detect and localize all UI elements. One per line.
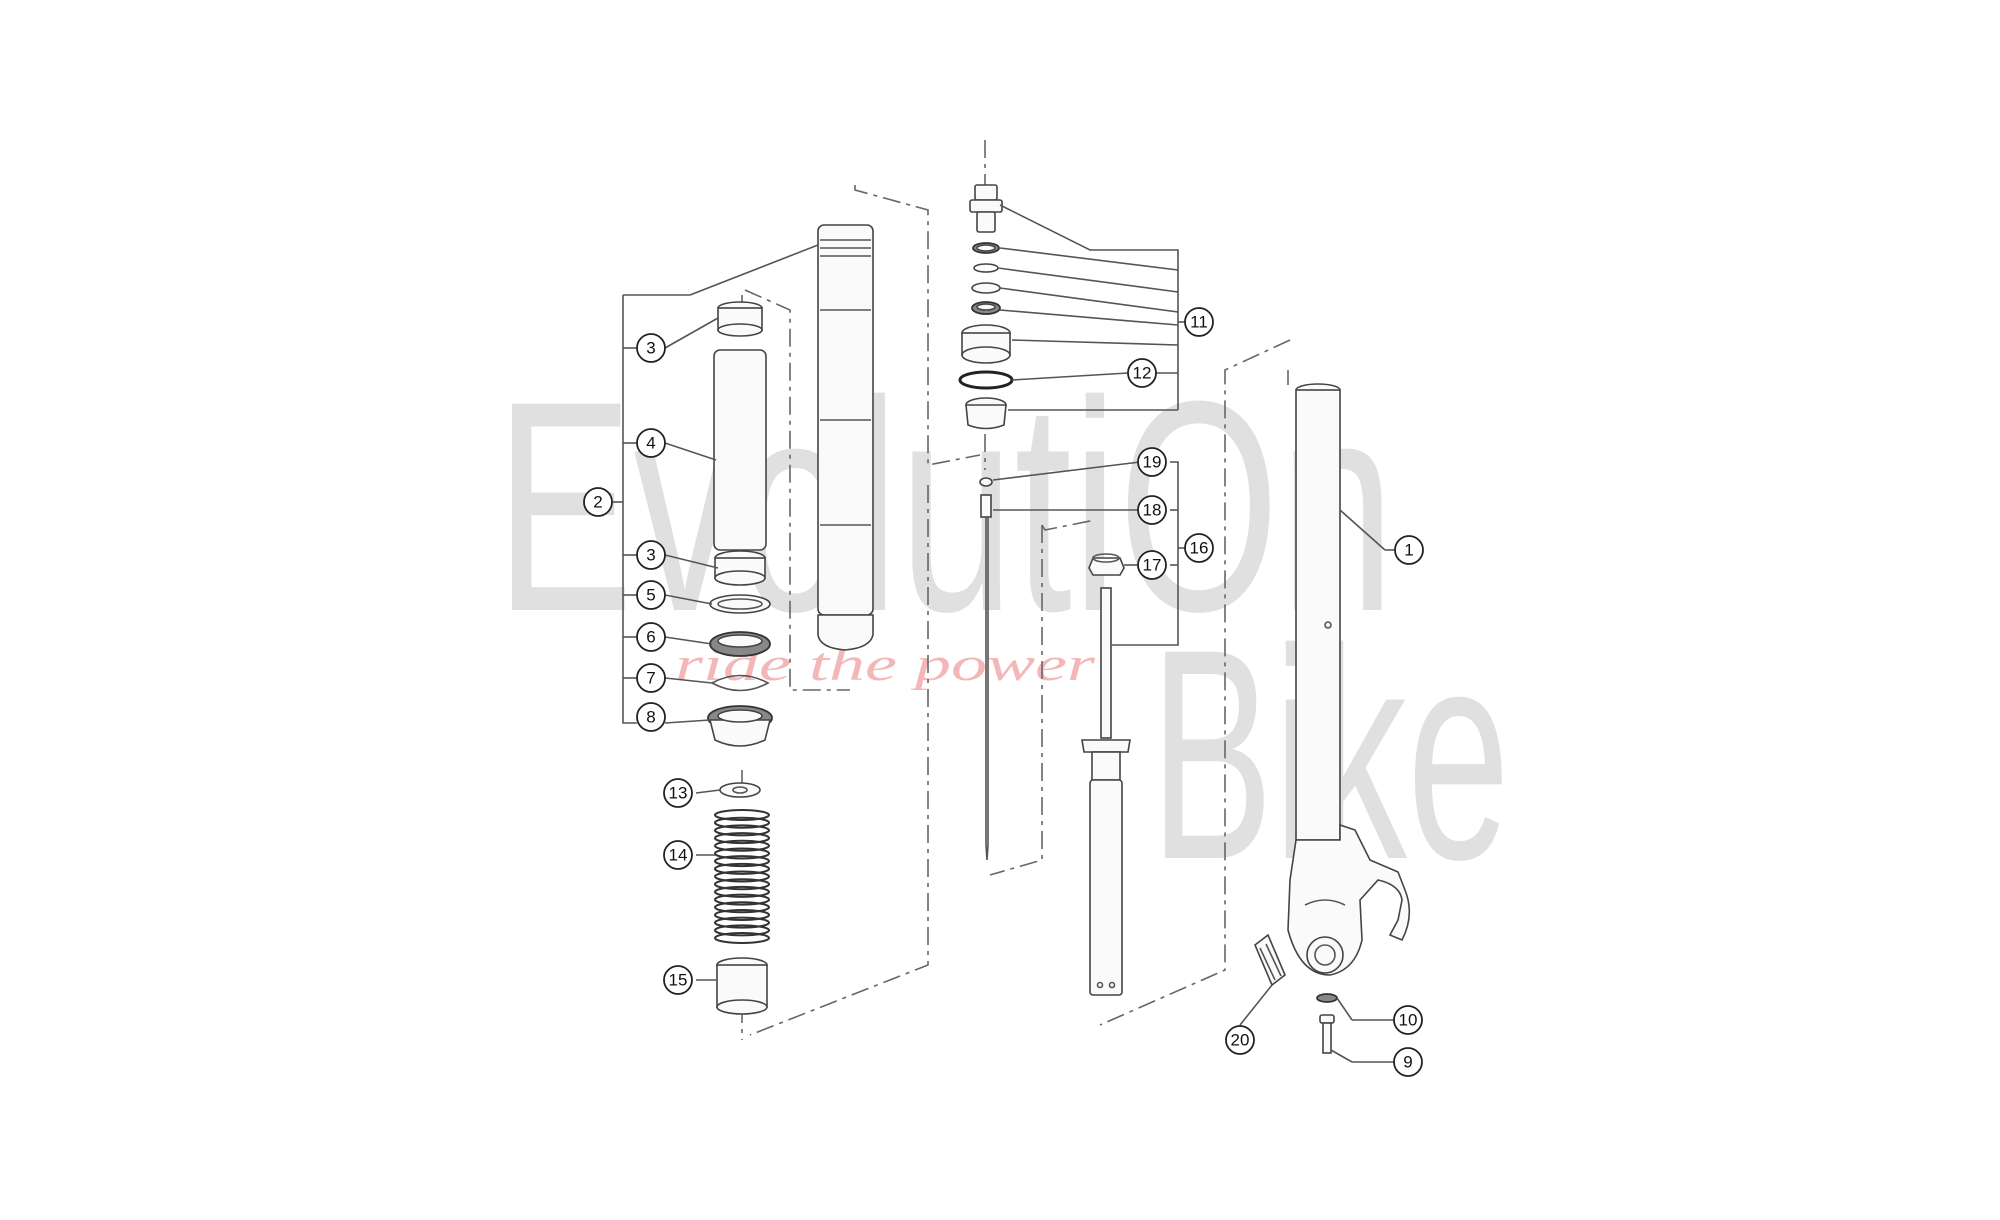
callout-14: 14 [663,840,693,870]
spring-coil [714,878,770,891]
washer-10 [1316,993,1338,1003]
dust-seal-8 [707,705,773,747]
spring-coil [714,824,770,837]
svg-text:13: 13 [669,784,688,803]
spacer-15 [716,957,768,1015]
spring-coil [714,893,770,906]
washer-13 [719,782,761,798]
o-ring-19 [979,477,993,487]
bushing-top [717,301,763,337]
spring-coil [714,809,770,821]
cap-bottom [965,397,1007,430]
svg-text:2: 2 [593,493,602,512]
clip-ring-7 [711,674,770,692]
callout-6: 6 [636,622,666,652]
svg-text:5: 5 [646,586,655,605]
svg-text:19: 19 [1143,453,1162,472]
svg-text:18: 18 [1143,501,1162,520]
callout-3-lower: 3 [636,540,666,570]
oil-seal-6 [709,631,771,657]
spring-coil [714,816,770,829]
spring-coil [714,870,770,883]
o-ring-small [972,242,1000,254]
spring-coil [714,924,770,937]
svg-text:8: 8 [646,708,655,727]
svg-text:10: 10 [1399,1011,1418,1030]
svg-text:6: 6 [646,628,655,647]
callout-17: 17 [1137,550,1167,580]
nut-17 [1088,553,1125,576]
nut-cap [971,301,1001,315]
callout-12: 12 [1127,358,1157,388]
callout-20: 20 [1225,1025,1255,1055]
callout-10: 10 [1393,1005,1423,1035]
spring-coil [714,932,770,944]
svg-text:20: 20 [1231,1031,1250,1050]
callout-16: 16 [1184,533,1214,563]
sleeve-tube [713,349,767,551]
watermark-line1: EvolutiOn [495,338,1395,674]
spring-14 [714,809,770,944]
spring-coil [714,839,770,852]
callout-13: 13 [663,778,693,808]
callout-18: 18 [1137,495,1167,525]
callout-8: 8 [636,702,666,732]
callout-3-top: 3 [636,333,666,363]
bushing-lower [714,550,766,586]
svg-text:7: 7 [646,669,655,688]
svg-text:9: 9 [1403,1053,1412,1072]
damper-cartridge [1081,587,1131,996]
svg-text:3: 3 [646,546,655,565]
damper-rod-18 [980,494,992,861]
svg-text:11: 11 [1190,313,1208,332]
svg-text:1: 1 [1404,541,1413,560]
spring-coil [714,862,770,875]
spring-coil [714,885,770,898]
spring-coil [714,832,770,845]
svg-text:12: 12 [1133,364,1152,383]
callout-15: 15 [663,965,693,995]
svg-text:16: 16 [1190,539,1209,558]
svg-text:4: 4 [646,434,655,453]
cap-bolt [969,184,1003,233]
spring-coil [714,847,770,860]
callout-1: 1 [1394,535,1424,565]
svg-text:14: 14 [669,846,688,865]
callout-19: 19 [1137,447,1167,477]
spring-coil [714,855,770,868]
fork-outer-slider-1 [1287,383,1411,976]
callout-4: 4 [636,428,666,458]
washer-cap-b [971,282,1001,294]
leader-lines [613,204,1395,1063]
bolt-9 [1319,1014,1335,1054]
cap-housing [961,324,1011,364]
callout-11: 11 [1184,307,1214,337]
fork-inner-tube [817,224,874,651]
callout-2: 2 [583,487,613,517]
callout-7: 7 [636,663,666,693]
spring-coil [714,916,770,929]
callout-5: 5 [636,580,666,610]
washer-5 [709,594,771,614]
callout-9: 9 [1393,1047,1423,1077]
spring-coil [714,901,770,914]
spring-coil [714,908,770,921]
reflector-20 [1254,933,1286,987]
washer-cap-a [973,263,999,273]
svg-text:15: 15 [669,971,688,990]
svg-text:3: 3 [646,339,655,358]
svg-text:17: 17 [1143,556,1162,575]
